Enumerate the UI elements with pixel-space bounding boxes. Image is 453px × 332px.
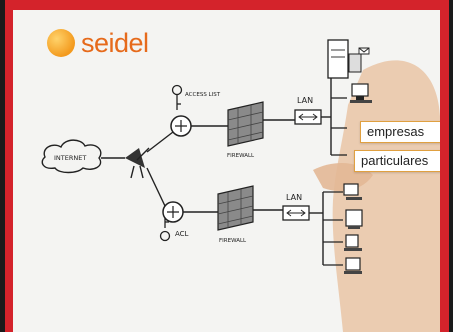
computer-icon-bottom-3 xyxy=(344,234,362,251)
computer-icon xyxy=(350,83,372,103)
firewall-icon xyxy=(227,101,264,147)
access-list-label: ACCESS LIST xyxy=(185,92,221,98)
acl-label: ACL xyxy=(175,230,189,238)
computer-icon-bottom-2 xyxy=(345,209,363,229)
left-edge xyxy=(0,0,5,332)
seidel-logo[interactable]: seidel xyxy=(47,28,149,58)
cloud-icon xyxy=(41,139,102,174)
firewall-top-label: FIREWALL xyxy=(227,153,255,159)
empresas-button[interactable]: empresas xyxy=(360,121,440,143)
hero-banner: seidel INTERNET ACCESS LIST xyxy=(13,10,440,332)
orange-circle-logo-icon xyxy=(47,29,75,57)
firewall-icon-bottom xyxy=(217,185,254,231)
key-icon xyxy=(171,84,183,110)
particulares-button[interactable]: particulares xyxy=(354,150,440,172)
computer-icon-bottom-1 xyxy=(343,183,362,200)
internet-label: INTERNET xyxy=(54,154,86,162)
lan-bottom-label: LAN xyxy=(286,193,302,202)
right-edge xyxy=(449,0,453,332)
lan-top-label: LAN xyxy=(297,96,313,105)
brand-name: seidel xyxy=(81,27,149,58)
server-icon xyxy=(327,39,370,79)
hand-image xyxy=(332,60,440,332)
computer-icon-bottom-4 xyxy=(344,257,362,274)
firewall-bottom-label: FIREWALL xyxy=(219,238,247,244)
satellite-dish-icon xyxy=(125,147,150,179)
